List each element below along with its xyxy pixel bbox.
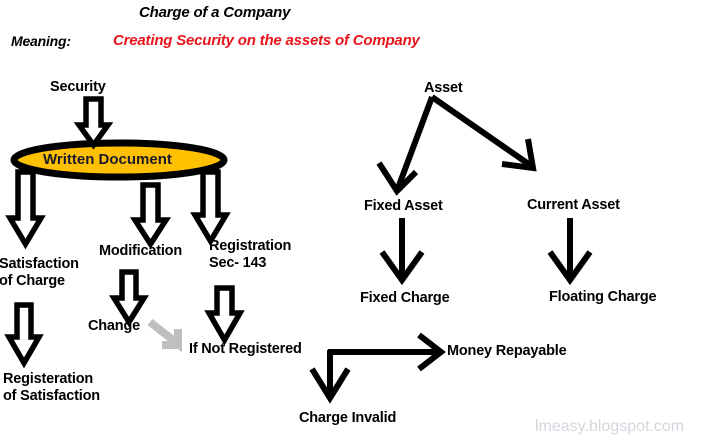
node-registeration-of-satisfaction: Registeration of Satisfaction <box>3 371 100 405</box>
node-change: Change <box>88 318 140 334</box>
arrow-if-not-registered-to-charge-invalid <box>309 350 351 404</box>
diagram-title: Charge of a Company <box>139 4 291 21</box>
arrow-asset-to-current-asset <box>430 94 537 172</box>
arrow-document-to-modification <box>129 182 172 250</box>
arrow-registration-to-if-not-registered <box>204 285 245 346</box>
node-satisfaction-of-charge: Satisfaction of Charge <box>0 256 79 290</box>
node-security: Security <box>50 79 106 95</box>
arrow-modification-to-change <box>109 269 149 328</box>
node-modification: Modification <box>99 243 182 259</box>
arrow-satisfaction-to-registeration <box>4 302 44 369</box>
arrow-document-to-satisfaction <box>5 169 46 250</box>
arrow-document-to-registration <box>190 169 231 247</box>
node-current-asset: Current Asset <box>527 197 620 213</box>
arrow-current-asset-to-floating-charge <box>547 218 593 286</box>
arrow-asset-to-fixed-asset <box>376 95 435 196</box>
arrow-security-to-document <box>73 96 114 150</box>
node-charge-invalid: Charge Invalid <box>299 410 397 426</box>
node-registration-sec-143: Registration Sec- 143 <box>209 238 292 272</box>
meaning-value: Creating Security on the assets of Compa… <box>113 32 420 49</box>
node-asset: Asset <box>424 80 463 96</box>
node-if-not-registered: If Not Registered <box>189 341 302 357</box>
arrow-if-not-registered-to-money-repayable <box>328 332 446 372</box>
written-document-ellipse <box>10 139 228 181</box>
node-fixed-charge: Fixed Charge <box>360 290 450 306</box>
watermark: lmeasy.blogspot.com <box>535 418 685 435</box>
meaning-label: Meaning: <box>11 33 71 49</box>
node-written-document: Written Document <box>43 151 172 168</box>
node-fixed-asset: Fixed Asset <box>364 198 443 214</box>
arrow-fixed-asset-to-fixed-charge <box>379 218 425 286</box>
node-money-repayable: Money Repayable <box>447 343 567 359</box>
node-floating-charge: Floating Charge <box>549 289 657 305</box>
arrow-change-to-if-not-registered <box>147 318 182 353</box>
